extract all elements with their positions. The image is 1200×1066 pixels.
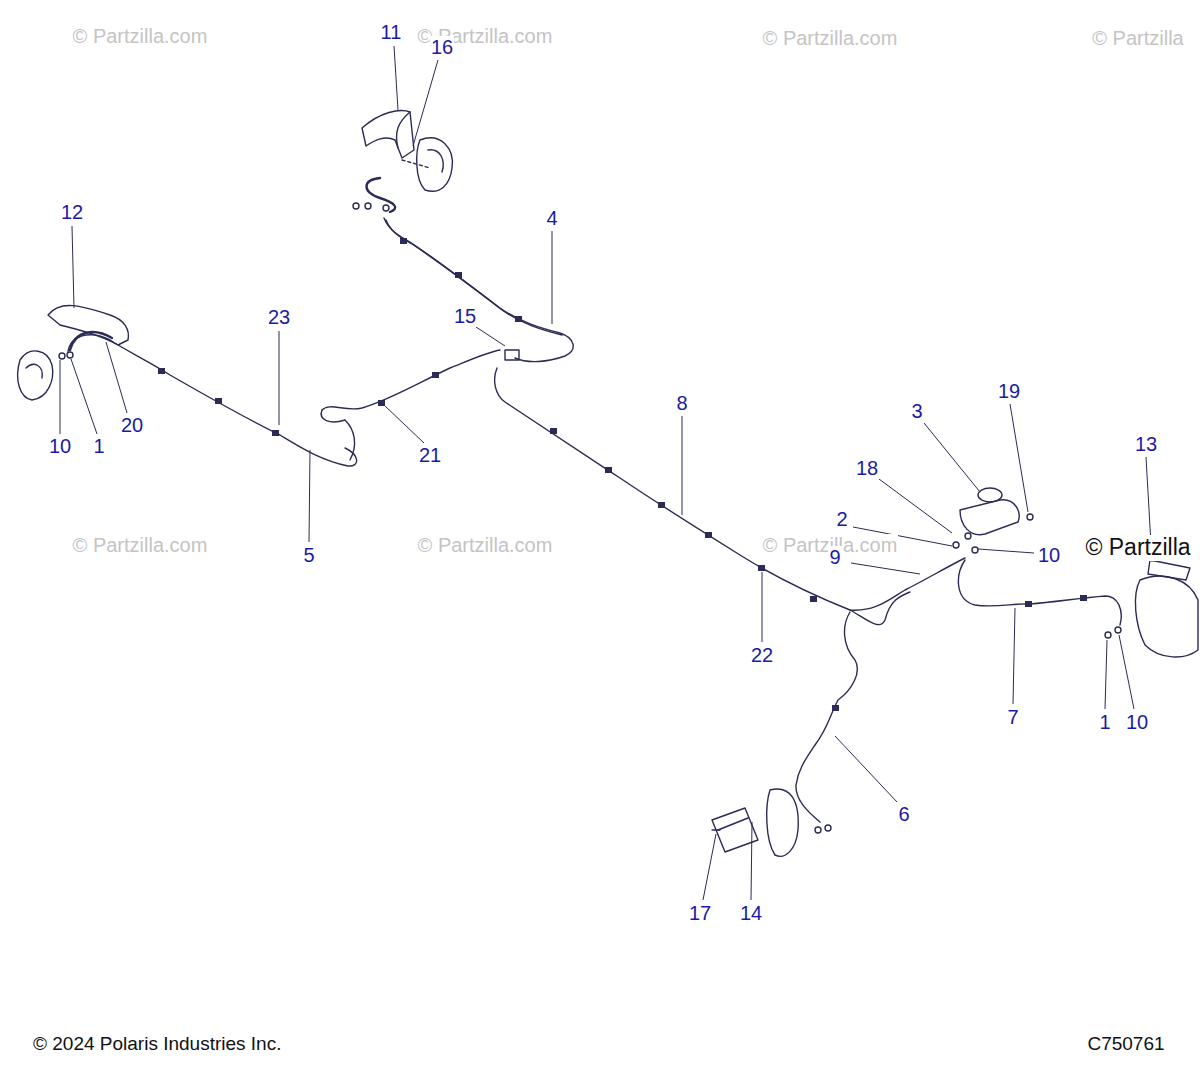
copyright-notice: © 2024 Polaris Industries Inc. bbox=[32, 1034, 282, 1055]
callout-number: 14 bbox=[739, 902, 763, 924]
callout-number: 2 bbox=[835, 508, 848, 530]
callout-number: 1 bbox=[1098, 711, 1111, 733]
watermark: © Partzilla.com bbox=[762, 27, 899, 49]
callout-number: 13 bbox=[1134, 433, 1158, 455]
callout-number: 8 bbox=[675, 392, 688, 414]
callout-number: 20 bbox=[120, 414, 144, 436]
callout-number: 12 bbox=[60, 201, 84, 223]
callout-number: 6 bbox=[897, 803, 910, 825]
callout-number: 1 bbox=[92, 435, 105, 457]
watermark: © Partzilla.com bbox=[417, 534, 554, 556]
callout-number: 15 bbox=[453, 305, 477, 327]
callout-number: 19 bbox=[997, 380, 1021, 402]
callout-number: 11 bbox=[380, 21, 403, 43]
callout-number: 4 bbox=[545, 207, 558, 229]
drawing-code: C750761 bbox=[1086, 1034, 1165, 1055]
callout-number: 7 bbox=[1006, 706, 1019, 728]
callout-number: 18 bbox=[855, 457, 879, 479]
callout-number: 5 bbox=[302, 544, 315, 566]
callout-number: 21 bbox=[418, 444, 442, 466]
callout-number: 10 bbox=[1037, 544, 1061, 566]
callout-number: 17 bbox=[688, 902, 712, 924]
callout-number: 23 bbox=[267, 306, 291, 328]
watermark: © Partzilla bbox=[1084, 535, 1191, 560]
watermark: © Partzilla bbox=[1091, 27, 1184, 49]
callout-number: 16 bbox=[430, 36, 454, 58]
callout-number: 22 bbox=[750, 644, 774, 666]
callout-number: 10 bbox=[48, 435, 72, 457]
callout-number: 3 bbox=[910, 400, 923, 422]
callout-number: 9 bbox=[828, 546, 841, 568]
callout-number: 10 bbox=[1125, 711, 1149, 733]
watermark: © Partzilla.com bbox=[72, 25, 209, 47]
watermark: © Partzilla.com bbox=[72, 534, 209, 556]
